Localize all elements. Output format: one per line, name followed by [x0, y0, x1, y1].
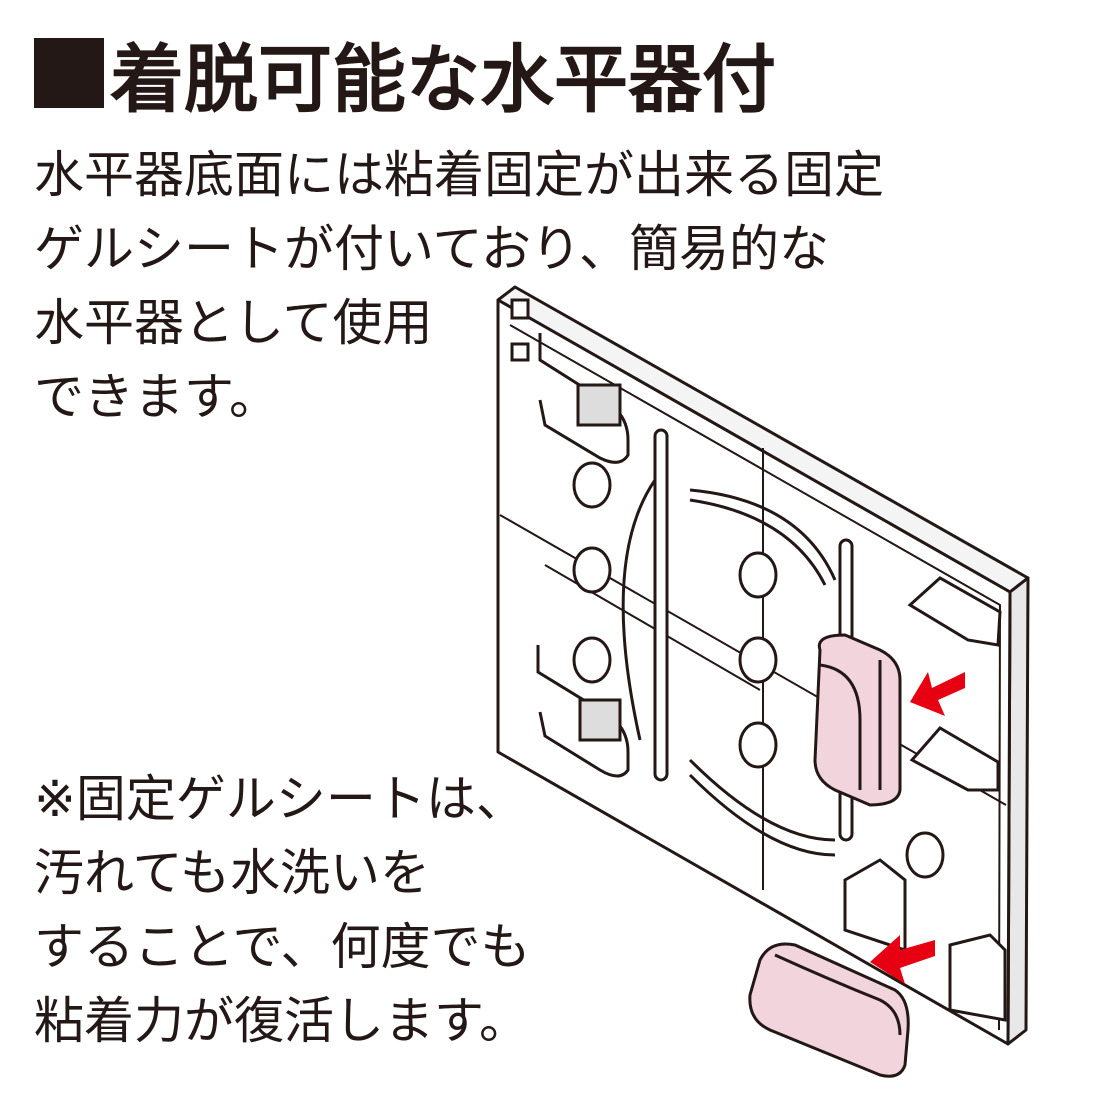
plate-arcs — [621, 479, 837, 857]
black-square-icon — [34, 38, 104, 108]
description-line: 水平器底面には粘着固定が出来る固定 — [34, 146, 884, 204]
description: 水平器底面には粘着固定が出来る固定 ゲルシートが付いており、簡易的な 水平器とし… — [34, 138, 884, 434]
plate-slots — [510, 298, 630, 778]
note-line: 粘着力が復活します。 — [34, 992, 529, 1050]
note: ※固定ゲルシートは、 汚れても水洗いを することで、何度でも 粘着力が復活します… — [34, 762, 531, 1058]
description-line: できます。 — [34, 368, 279, 426]
note-line: 汚れても水洗いを — [34, 844, 430, 902]
red-arrow-icon — [870, 672, 965, 984]
page-title: 着脱可能な水平器付 — [34, 28, 776, 123]
attached-level — [813, 633, 902, 807]
level-holders — [843, 576, 1007, 1022]
detached-level — [748, 942, 910, 1078]
description-line: 水平器として使用 — [34, 294, 433, 352]
title-text: 着脱可能な水平器付 — [110, 36, 776, 123]
description-line: ゲルシートが付いており、簡易的な — [34, 220, 829, 278]
note-line: することで、何度でも — [34, 918, 531, 976]
plate-holes — [572, 461, 945, 879]
note-line: ※固定ゲルシートは、 — [34, 770, 526, 828]
